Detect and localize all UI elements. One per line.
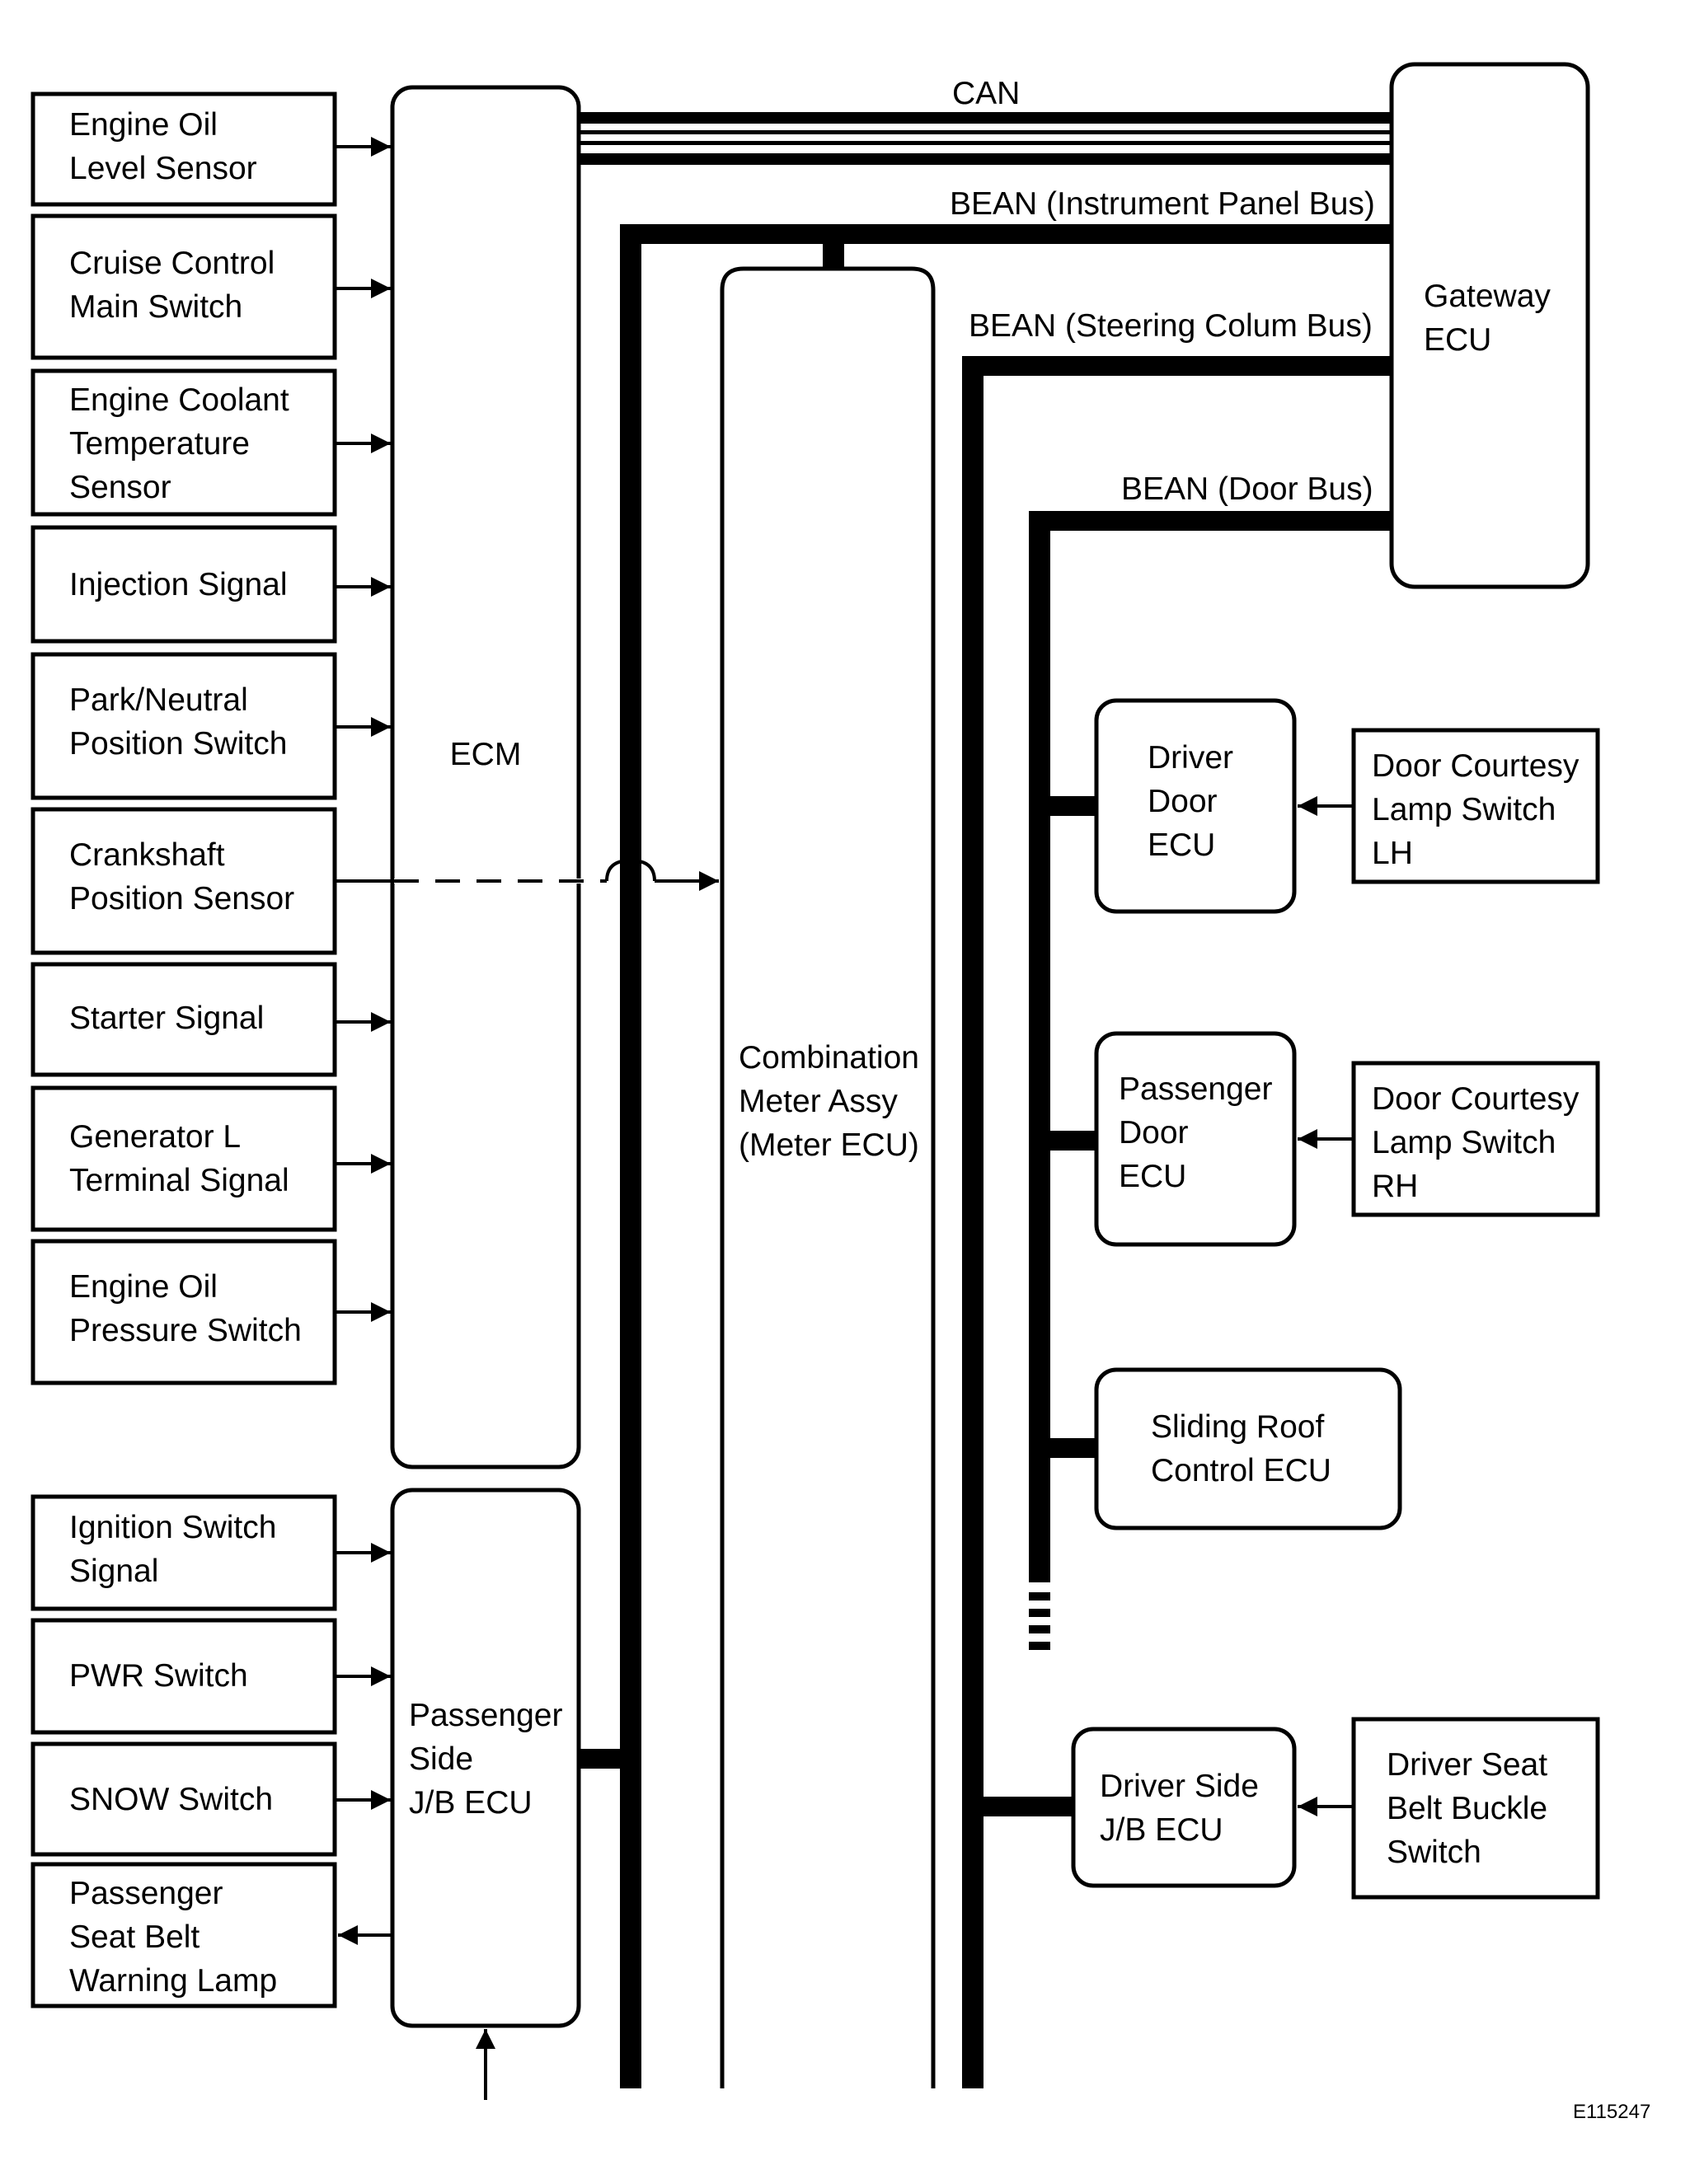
svg-text:ECM: ECM (450, 737, 522, 772)
driver-door-ecu: Driver Door ECU (1094, 698, 1297, 914)
svg-text:Driver Side J/B ECU: Driver Side J/B ECU (1100, 1769, 1268, 1848)
ecm-label: ECM (450, 737, 522, 772)
figure-code: E115247 (1573, 2101, 1650, 2123)
svg-text:Sliding Roof Control ECU: Sliding Roof Control ECU (1151, 1409, 1333, 1488)
can-bus (577, 112, 1393, 165)
sliding-roof-control-ecu: Sliding Roof Control ECU (1094, 1367, 1402, 1530)
ecm-input-generator-l: Generator L Terminal Signal (31, 1085, 337, 1232)
gateway-line-2: ECU (1424, 322, 1491, 358)
gateway-ecu: Gateway ECU (1389, 62, 1590, 589)
bean-instrument-panel-label: BEAN (Instrument Panel Bus) (950, 186, 1375, 222)
ecm-input-coolant-temp: Engine Coolant Temperature Sensor (31, 368, 337, 517)
jb-input-ignition-switch: Ignition Switch Signal (31, 1494, 337, 1611)
svg-text:Injection Signal: Injection Signal (69, 567, 288, 602)
ecm-input-oil-pressure: Engine Oil Pressure Switch (31, 1239, 337, 1385)
passenger-door-ecu: Passenger Door ECU (1094, 1031, 1297, 1247)
svg-text:Engine Coolant Temperatu: Engine Coolant Temperature Sensor (69, 382, 298, 505)
svg-text:Engine Oil Level Sensor: Engine Oil Level Sensor (69, 107, 257, 186)
bean-door-bus (1029, 511, 1393, 1650)
door-courtesy-lamp-switch-lh: Door Courtesy Lamp Switch LH (1351, 728, 1600, 884)
svg-text:Cruise Control Main Swit: Cruise Control Main Switch (69, 246, 284, 325)
jb-output-seat-belt-lamp: Passenger Seat Belt Warning Lamp (31, 1862, 337, 2008)
ecm-input-arrows (335, 137, 391, 1322)
ecm-input-oil-level: Engine Oil Level Sensor (31, 91, 337, 207)
crankshaft-to-meter-signal (335, 858, 719, 891)
svg-text:Passenger Seat Belt: Passenger Seat Belt Warning Lamp (69, 1876, 277, 1999)
bean-instrument-panel-bus (620, 224, 1393, 2088)
svg-text:Engine Oil Pressure Swit: Engine Oil Pressure Switch (69, 1269, 302, 1348)
driver-seat-belt-buckle-switch: Driver Seat Belt Buckle Switch (1351, 1717, 1600, 1900)
jb-ecu-line-1: Passenger (409, 1698, 562, 1733)
can-bus-label: CAN (952, 76, 1020, 111)
svg-text:Starter Signal: Starter Signal (69, 1001, 264, 1036)
meter-line-3: (Meter ECU) (739, 1127, 919, 1163)
svg-text:Crankshaft Position Sens: Crankshaft Position Sensor (69, 837, 294, 916)
jb-ecu-bus-stub (580, 1749, 623, 1769)
jb-input-snow-switch: SNOW Switch (31, 1741, 337, 1857)
gateway-line-1: Gateway (1424, 279, 1551, 314)
svg-text:Passenger Side J/B: Passenger Side J/B ECU (409, 1698, 571, 1821)
jb-input-arrows (335, 1543, 392, 1945)
svg-text:Ignition Switch Signal: Ignition Switch Signal (69, 1510, 285, 1589)
svg-text:Door Courtesy Lamp Switc: Door Courtesy Lamp Switch RH (1372, 1081, 1588, 1204)
svg-text:Generator L Terminal Sig: Generator L Terminal Signal (69, 1119, 289, 1198)
svg-text:Park/Neutral Position Sw: Park/Neutral Position Switch (69, 682, 287, 762)
ecm-input-injection-signal: Injection Signal (31, 525, 337, 644)
ecm-input-starter-signal: Starter Signal (31, 962, 337, 1077)
meter-line-1: Combination (739, 1040, 919, 1076)
svg-text:Driver Door ECU: Driver Door ECU (1148, 740, 1242, 863)
bean-door-label: BEAN (Door Bus) (1121, 471, 1373, 507)
combination-meter-assy: Combination Meter Assy (Meter ECU) (720, 266, 936, 2088)
svg-text:Door Courtesy Lamp Switc: Door Courtesy Lamp Switch LH (1372, 748, 1588, 871)
ecm-input-park-neutral: Park/Neutral Position Switch (31, 652, 337, 800)
bean-steering-column-bus (962, 356, 1393, 2088)
ecm-input-crankshaft: Crankshaft Position Sensor (31, 807, 337, 955)
svg-text:Gateway ECU: Gateway ECU (1424, 279, 1560, 358)
passenger-side-jb-ecu: Passenger Side J/B ECU (390, 1488, 581, 2028)
jb-input-pwr-switch: PWR Switch (31, 1618, 337, 1735)
svg-text:Passenger Door ECU: Passenger Door ECU (1119, 1071, 1281, 1194)
meter-line-2: Meter Assy (739, 1084, 898, 1119)
ecm: ECM (390, 85, 581, 1469)
driver-side-jb-ecu: Driver Side J/B ECU (1071, 1727, 1297, 1888)
svg-text:Driver Seat Belt Buckle: Driver Seat Belt Buckle Switch (1387, 1747, 1556, 1870)
jb-ecu-line-2: Side (409, 1741, 473, 1777)
ecm-input-cruise-control: Cruise Control Main Switch (31, 213, 337, 360)
svg-text:Combination Meter Assy: Combination Meter Assy (Meter ECU) (739, 1040, 928, 1163)
svg-text:PWR Switch: PWR Switch (69, 1658, 248, 1694)
door-courtesy-lamp-switch-rh: Door Courtesy Lamp Switch RH (1351, 1061, 1600, 1217)
svg-text:SNOW Switch: SNOW Switch (69, 1782, 273, 1817)
jb-ecu-line-3: J/B ECU (409, 1785, 533, 1821)
bean-steering-column-label: BEAN (Steering Colum Bus) (969, 308, 1373, 344)
switch-input-arrows (1298, 796, 1354, 1816)
